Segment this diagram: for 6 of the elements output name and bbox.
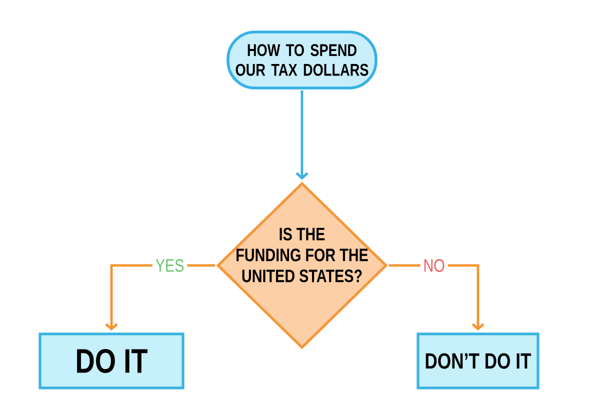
terminal-pill: HOW TO SPEND OUR TAX DOLLARS	[226, 30, 378, 90]
process-box: DO IT	[38, 332, 184, 390]
edge-label: YES	[152, 256, 188, 275]
arrow	[296, 90, 308, 180]
process-box: DON’T DO IT	[416, 332, 540, 390]
edge-label: NO	[420, 256, 448, 275]
